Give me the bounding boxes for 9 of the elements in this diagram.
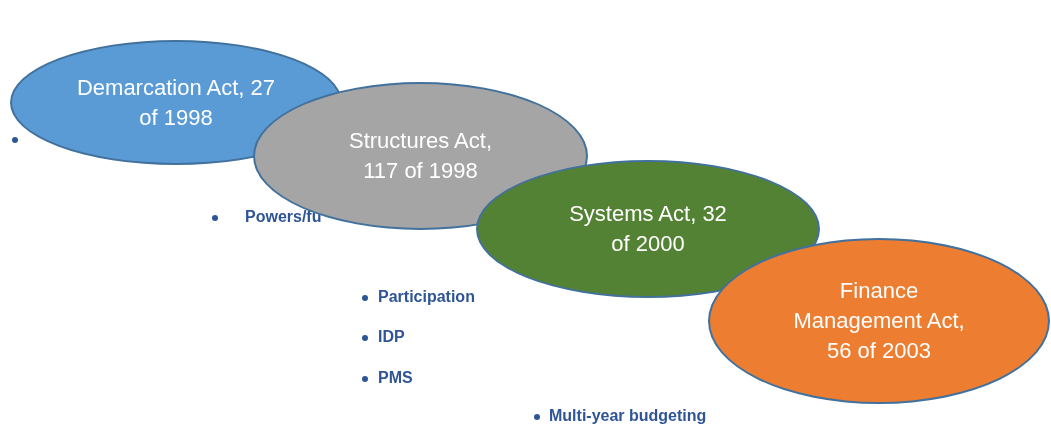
node-label: Demarcation Act, 27 of 1998 bbox=[75, 73, 277, 132]
bullet-text: Participation bbox=[378, 288, 475, 306]
bullet-text: IDP bbox=[378, 328, 405, 346]
node-label: Systems Act, 32 of 2000 bbox=[568, 200, 728, 258]
bullet-text: Powers/fu bbox=[245, 208, 322, 226]
bullet-text: Multi-year budgeting bbox=[549, 407, 707, 425]
node-label: Structures Act, 117 of 1998 bbox=[347, 127, 494, 185]
node-label: Finance Management Act, 56 of 2003 bbox=[792, 277, 966, 365]
bullet-text: PMS bbox=[378, 369, 413, 387]
